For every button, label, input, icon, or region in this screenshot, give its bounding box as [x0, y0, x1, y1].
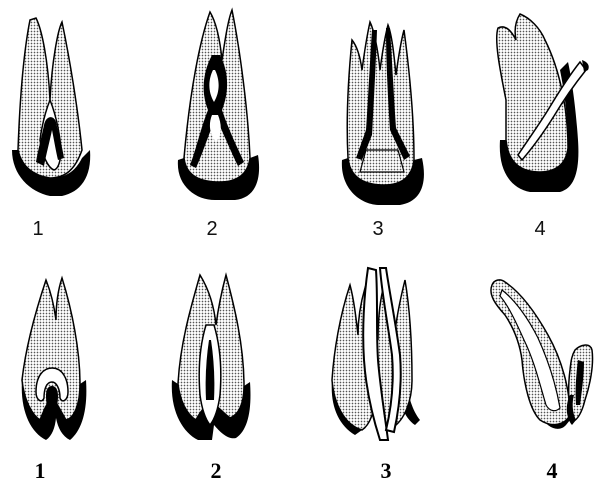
- bottom-label-3: 3: [366, 458, 406, 484]
- tooth-top-2: [178, 10, 259, 200]
- bottom-label-1: 1: [20, 458, 60, 484]
- tooth-bottom-4: [491, 280, 593, 429]
- tooth-top-3: [342, 22, 424, 205]
- bottom-label-4: 4: [532, 458, 572, 484]
- bottom-label-2: 2: [196, 458, 236, 484]
- top-label-1: 1: [18, 218, 58, 241]
- top-label-3: 3: [358, 218, 398, 241]
- tooth-bottom-1: [22, 278, 87, 440]
- top-label-4: 4: [520, 218, 560, 241]
- tooth-bottom-2: [172, 275, 251, 440]
- top-label-2: 2: [192, 218, 232, 241]
- tooth-top-1: [12, 18, 90, 196]
- tooth-bottom-3: [332, 268, 420, 440]
- tooth-top-4: [497, 14, 589, 192]
